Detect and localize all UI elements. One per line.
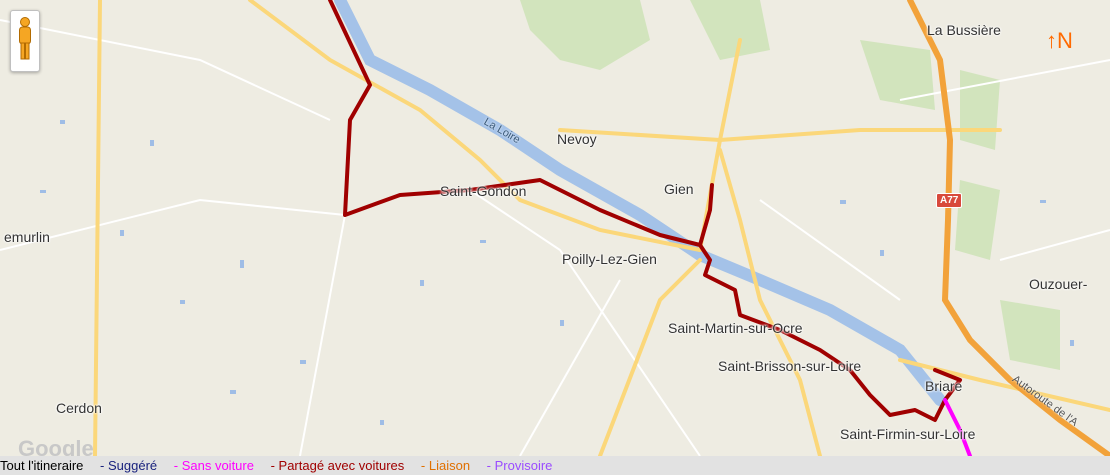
place-la-bussiere: La Bussière [927,22,1001,38]
place-saint-martin-sur-ocre: Saint-Martin-sur-Ocre [668,320,803,336]
place-nevoy: Nevoy [557,131,597,147]
place-gien: Gien [664,181,694,197]
pegman-icon [19,17,31,60]
place-saint-brisson-sur-loire: Saint-Brisson-sur-Loire [718,358,862,374]
route-shared-gien-spur [698,183,714,247]
place-poilly-lez-gien: Poilly-Lez-Gien [562,251,657,267]
route-legend: Tout l'itineraire - Suggéré - Sans voitu… [0,456,1110,475]
ponds [40,120,1074,425]
map-base [0,0,1110,456]
legend-item-provisional[interactable]: - Provisoire [486,458,553,473]
motorway-shield-a77: A77 [936,193,963,208]
north-label: N [1057,28,1073,53]
motorway-a77 [907,0,1110,456]
route-no-car [943,398,972,456]
loire-river [334,0,946,406]
major-roads [93,0,1110,456]
street-view-pegman-button[interactable] [10,10,40,72]
legend-item-full-route[interactable]: Tout l'itineraire [0,458,84,473]
north-arrow-icon: ↑ [1046,28,1057,53]
route-shared-with-cars [328,0,962,422]
google-watermark: Google [18,436,94,456]
place-saint-firmin-sur-loire: Saint-Firmin-sur-Loire [840,426,976,442]
place-ouzouer: Ouzouer- [1029,276,1088,292]
legend-item-no-car[interactable]: - Sans voiture [173,458,254,473]
place-cerdon: Cerdon [56,400,102,416]
map-view[interactable]: La Bussière Nevoy Gien Saint-Gondon emur… [0,0,1110,456]
forest-areas [520,0,1060,370]
legend-item-suggested[interactable]: - Suggéré [100,458,158,473]
north-indicator: ↑N [1046,28,1073,54]
legend-item-connection[interactable]: - Liaison [420,458,471,473]
place-saint-gondon: Saint-Gondon [440,183,527,199]
place-lemurlin: emurlin [4,229,50,245]
legend-item-shared-with-cars[interactable]: - Partagé avec voitures [270,458,405,473]
minor-roads [0,19,1110,456]
place-briare: Briare [925,378,963,394]
